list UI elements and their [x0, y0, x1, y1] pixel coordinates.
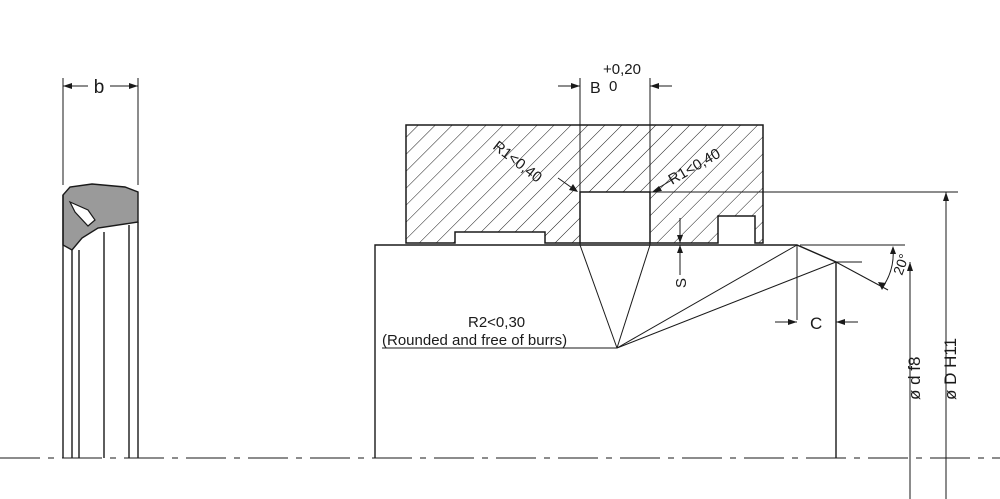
r2-label: R2<0,30	[468, 314, 525, 331]
dim-B-label: B	[590, 80, 601, 97]
shaft	[374, 244, 837, 458]
dim-d: ø d f8	[905, 262, 924, 499]
dim-angle: 20°	[800, 244, 912, 291]
dim-angle-label: 20°	[890, 252, 912, 277]
groove	[579, 242, 837, 349]
seal-profile: b	[62, 77, 139, 458]
dim-B: B +0,20 0	[558, 61, 672, 245]
dim-B-tol-lower: 0	[609, 78, 617, 95]
dim-S-label: S	[673, 278, 690, 288]
dim-D-label: ø D H11	[941, 338, 960, 400]
dim-C-label: C	[810, 314, 822, 333]
seal-fill	[62, 183, 139, 251]
dim-b-label: b	[94, 77, 105, 98]
r2-note-text: (Rounded and free of burrs)	[382, 332, 567, 349]
r2-note: R2<0,30 (Rounded and free of burrs)	[382, 314, 617, 349]
dim-C: C	[775, 314, 858, 333]
housing-hatched	[405, 124, 764, 244]
housing	[405, 124, 764, 244]
dim-D: ø D H11	[941, 192, 960, 499]
dim-B-tol-upper: +0,20	[603, 61, 641, 78]
dim-S: S	[673, 218, 690, 288]
dim-d-label: ø d f8	[905, 357, 924, 400]
